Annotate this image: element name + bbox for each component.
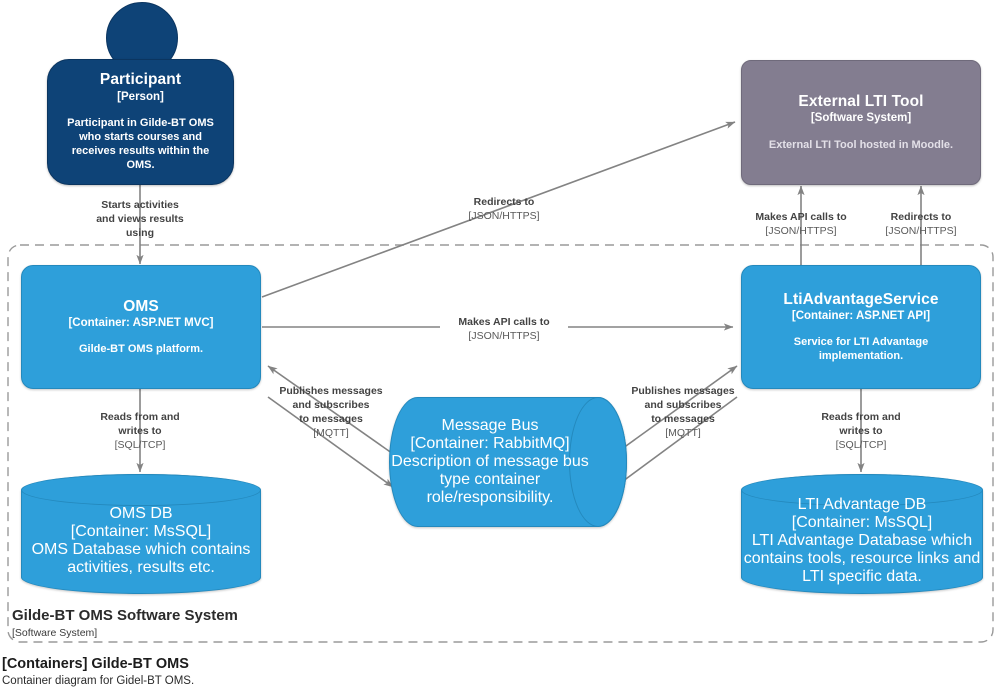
node-external-lti-tool[interactable]: External LTI Tool [Software System] Exte… [741,60,981,185]
edge-label-oms-to-external-lti-tool: Redirects to [JSON/HTTPS] [468,196,540,222]
oms-title: OMS [123,297,159,315]
node-message-bus[interactable]: Message Bus [Container: RabbitMQ] Descri… [389,397,627,527]
boundary-title: Gilde-BT OMS Software System [12,607,238,624]
message-bus-description: Description of message bus type containe… [391,453,589,506]
edge-label-lti-service-message-bus: Publishes messages and subscribes to mes… [631,385,735,439]
edge-label-oms-to-lti-service: Makes API calls to [JSON/HTTPS] [440,316,568,344]
lti-advantage-db-title: LTI Advantage DB [797,496,927,513]
node-participant[interactable]: Participant [Person] Participant in Gild… [47,2,234,185]
lti-advantage-service-title: LtiAdvantageService [783,290,939,308]
lti-advantage-service-description: Service for LTI Advantage implementation… [793,336,929,363]
edge-label-lti-service-to-lti-db: Reads from and writes to [SQL/TCP] [821,411,901,451]
message-bus-title: Message Bus [441,417,539,434]
participant-description: Participant in Gilde-BT OMS who starts c… [67,117,214,172]
edge-label-lti-service-to-external-api: Makes API calls to [JSON/HTTPS] [755,211,847,237]
participant-body: Participant [Person] Participant in Gild… [47,59,234,185]
oms-description: Gilde-BT OMS platform. [78,343,204,356]
node-oms[interactable]: OMS [Container: ASP.NET MVC] Gilde-BT OM… [21,265,261,389]
edge-label-oms-message-bus: Publishes messages and subscribes to mes… [279,385,383,439]
node-oms-db[interactable]: OMS DB [Container: MsSQL] OMS Database w… [21,474,261,594]
lti-advantage-db-description: LTI Advantage Database which contains to… [743,532,981,585]
edge-label-oms-to-oms-db: Reads from and writes to [SQL/TCP] [100,411,180,451]
oms-db-title: OMS DB [109,505,173,522]
diagram-caption-title: [Containers] Gilde-BT OMS [2,656,189,672]
oms-db-type: [Container: MsSQL] [70,523,212,540]
message-bus-type: [Container: RabbitMQ] [410,435,570,452]
boundary-caption: Gilde-BT OMS Software System [Software S… [12,607,238,641]
edge-label-participant-to-oms: Starts activities and views results usin… [96,199,184,239]
external-lti-tool-title: External LTI Tool [798,93,924,111]
oms-db-description: OMS Database which contains activities, … [31,541,251,576]
diagram-caption: [Containers] Gilde-BT OMS Container diag… [2,655,194,689]
participant-title: Participant [99,71,182,89]
external-lti-tool-description: External LTI Tool hosted in Moodle. [768,138,954,151]
lti-advantage-db-type: [Container: MsSQL] [791,514,933,531]
diagram-caption-subtitle: Container diagram for Gidel-BT OMS. [2,675,195,688]
node-lti-advantage-service[interactable]: LtiAdvantageService [Container: ASP.NET … [741,265,981,389]
node-lti-advantage-db[interactable]: LTI Advantage DB [Container: MsSQL] LTI … [741,474,983,594]
external-lti-tool-type: [Software System] [810,112,912,125]
boundary-type: [Software System] [12,627,98,639]
oms-type: [Container: ASP.NET MVC] [68,316,214,329]
participant-type: [Person] [117,90,164,103]
edge-label-lti-service-to-external-redirect: Redirects to [JSON/HTTPS] [885,211,957,237]
lti-advantage-service-type: [Container: ASP.NET API] [791,309,931,322]
